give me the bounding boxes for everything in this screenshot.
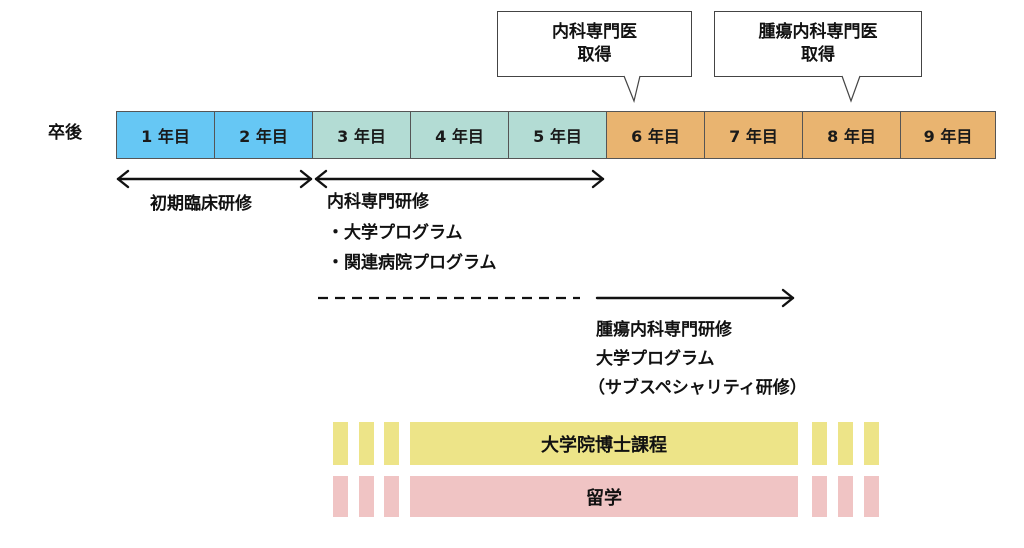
callout-pointer	[623, 75, 641, 103]
graduate-band-main: 大学院博士課程	[410, 422, 798, 465]
abroad-band-label: 留学	[586, 487, 622, 509]
year-label: 9 年目	[923, 127, 973, 146]
graduate-band-segment	[384, 422, 399, 465]
graduate-band-segment	[812, 422, 827, 465]
year-label: 1 年目	[141, 127, 190, 146]
abroad-band-main: 留学	[410, 476, 798, 517]
callout-pointer	[841, 75, 861, 103]
year-cell-7: 7 年目	[704, 111, 803, 159]
callout-line: 内科専門医	[552, 22, 637, 42]
oncology-training-line: （サブスペシャリティ研修）	[588, 378, 807, 398]
row-label: 卒後	[48, 123, 82, 143]
year-cell-8: 8 年目	[802, 111, 901, 159]
abroad-band-segment	[333, 476, 348, 517]
oncology-training-arrow	[595, 288, 795, 308]
year-label: 8 年目	[827, 127, 876, 146]
callout-line: 腫瘍内科専門医	[758, 22, 878, 42]
initial-training-arrow	[116, 169, 313, 189]
internal-training-item: ・関連病院プログラム	[327, 253, 497, 273]
abroad-band-segment	[384, 476, 399, 517]
internal-training-arrow	[314, 169, 605, 189]
graduate-band-segment	[359, 422, 374, 465]
year-cell-9: 9 年目	[900, 111, 996, 159]
callout-oncology-specialist: 腫瘍内科専門医 取得	[714, 11, 922, 77]
oncology-training-line: 腫瘍内科専門研修	[596, 320, 732, 340]
callout-pointer-fill	[624, 76, 640, 101]
callout-line: 取得	[801, 45, 835, 65]
internal-training-item: ・大学プログラム	[327, 223, 463, 243]
year-cell-3: 3 年目	[312, 111, 411, 159]
year-cell-6: 6 年目	[606, 111, 705, 159]
abroad-band-segment	[838, 476, 853, 517]
callout-pointer-fill	[842, 76, 860, 101]
abroad-band-segment	[359, 476, 374, 517]
year-cell-4: 4 年目	[410, 111, 509, 159]
abroad-band-segment	[812, 476, 827, 517]
year-label: 2 年目	[239, 127, 288, 146]
internal-training-title: 内科専門研修	[327, 192, 429, 212]
graduate-band-segment	[333, 422, 348, 465]
initial-training-label: 初期臨床研修	[150, 194, 252, 214]
year-label: 4 年目	[435, 127, 484, 146]
abroad-band-segment	[864, 476, 879, 517]
graduate-band-label: 大学院博士課程	[541, 434, 667, 456]
graduate-band-segment	[838, 422, 853, 465]
graduate-band-segment	[864, 422, 879, 465]
year-label: 5 年目	[533, 127, 582, 146]
callout-internal-specialist: 内科専門医 取得	[497, 11, 692, 77]
oncology-training-line: 大学プログラム	[596, 349, 715, 369]
year-label: 7 年目	[729, 127, 778, 146]
callout-line: 取得	[577, 45, 612, 65]
year-label: 6 年目	[631, 127, 680, 146]
year-label: 3 年目	[337, 127, 386, 146]
year-cell-5: 5 年目	[508, 111, 607, 159]
